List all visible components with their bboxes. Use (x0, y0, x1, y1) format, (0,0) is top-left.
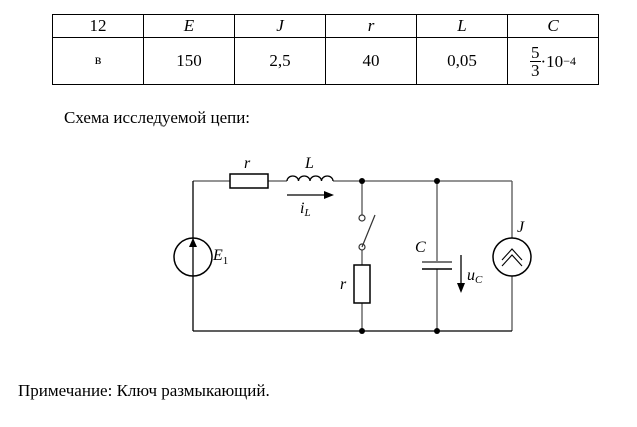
header-E: E (143, 14, 235, 38)
circuit-caption: Схема исследуемой цепи: (64, 108, 251, 127)
node-top-switch (359, 178, 365, 184)
table-values-row: в 150 2,5 40 0,05 5 3 ·10−4 (52, 37, 599, 85)
label-J: J (517, 219, 525, 236)
switch-contact-top (358, 214, 366, 222)
value-variant: в (52, 37, 144, 85)
table-header-row: 12 E J r L C (52, 14, 599, 38)
header-L: L (416, 14, 508, 38)
value-J: 2,5 (234, 37, 326, 85)
label-r-series: r (244, 155, 251, 172)
node-bottom-capacitor (434, 328, 440, 334)
label-C: C (415, 239, 426, 256)
current-source-J (492, 237, 532, 277)
label-iL: iL (300, 200, 311, 219)
inductor (286, 175, 334, 182)
label-r-branch: r (340, 276, 347, 293)
capacitance-multiplier: ·10 (540, 51, 564, 71)
current-source-chevron-icon (501, 248, 523, 267)
label-L: L (304, 155, 314, 172)
current-iL-arrowhead (324, 191, 334, 199)
note-text: Примечание: Ключ размыкающий. (18, 381, 270, 400)
header-C: C (507, 14, 599, 38)
emf-direction-arrowhead (189, 238, 197, 247)
series-resistor (229, 173, 269, 189)
switch-lever (361, 214, 376, 248)
value-L: 0,05 (416, 37, 508, 85)
capacitance-fraction: 5 3 (530, 44, 541, 79)
node-top-capacitor (434, 178, 440, 184)
capacitance-exponent: −4 (563, 54, 576, 68)
node-bottom-switch (359, 328, 365, 334)
branch-resistor (353, 264, 371, 304)
fraction-numerator: 5 (530, 43, 541, 62)
parameters-table: 12 E J r L C в 150 2,5 40 0,05 5 3 ·10−4 (52, 14, 599, 85)
header-variant: 12 (52, 14, 144, 38)
fraction-denominator: 3 (531, 61, 540, 80)
voltage-uC-arrowhead (457, 283, 465, 293)
value-C: 5 3 ·10−4 (507, 37, 599, 85)
value-r: 40 (325, 37, 417, 85)
value-E: 150 (143, 37, 235, 85)
label-E1: E1 (212, 247, 228, 267)
label-uC: uC (467, 267, 483, 286)
